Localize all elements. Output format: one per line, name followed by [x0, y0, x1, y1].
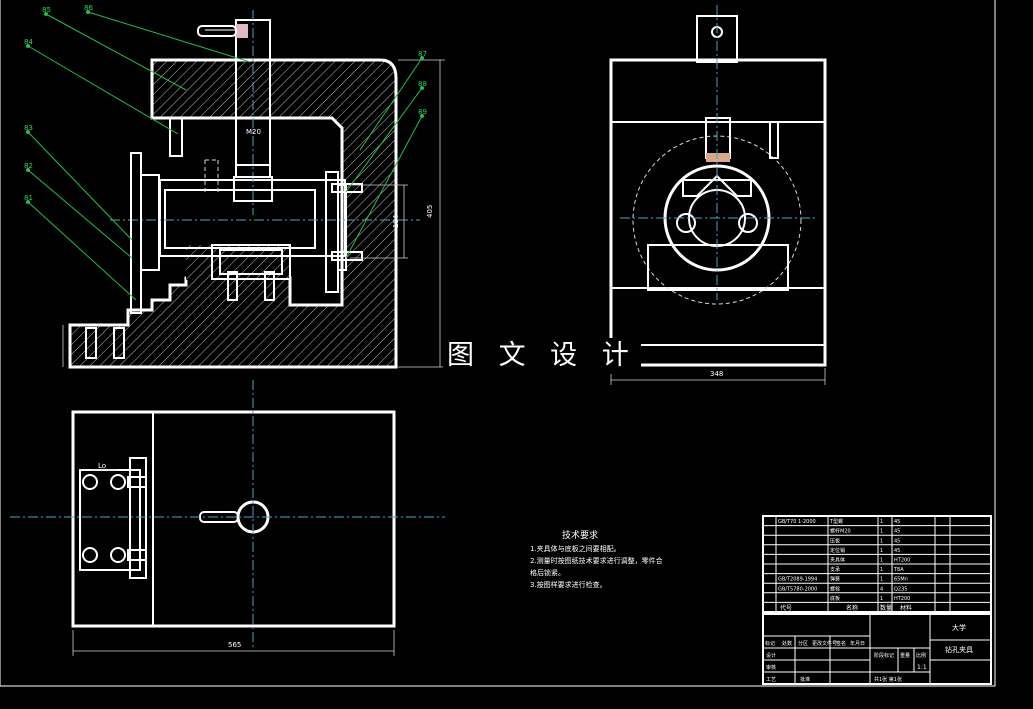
parts-row-cell: 1	[880, 577, 883, 583]
tech-req-line-3: 格后锁紧。	[530, 568, 565, 577]
parts-row-cell: GB/T2089-1994	[778, 577, 817, 583]
svg-text:86: 86	[84, 4, 93, 12]
part-balloon-82: 82	[24, 162, 33, 172]
part-balloon-86: 86	[84, 4, 93, 14]
revision-label-mark: 标记	[765, 640, 775, 647]
parts-row-cell: GB/T70 1-2000	[778, 519, 816, 525]
stage-label-weight: 重量	[900, 652, 910, 659]
parts-row-cell: 45	[894, 538, 900, 544]
sheet-border	[0, 0, 996, 687]
part-balloon-89: 89	[418, 108, 427, 118]
parts-row-cell: 45	[894, 519, 900, 525]
hole-pitch-label: Lo	[98, 462, 106, 470]
svg-text:83: 83	[24, 124, 33, 132]
parts-row-cell: HT200	[894, 596, 910, 602]
part-balloon-88: 88	[418, 80, 427, 90]
svg-text:88: 88	[418, 80, 427, 88]
parts-row-cell: GB/T5780-2000	[778, 586, 817, 592]
parts-row-cell: Q235	[894, 586, 907, 592]
school-name: 大学	[952, 623, 966, 632]
parts-row-cell: 1	[880, 567, 883, 573]
parts-row-cell: 1	[880, 519, 883, 525]
parts-row-cell: 定位销	[830, 547, 845, 554]
role-reviewer: 审核	[766, 664, 776, 671]
revision-label-zone: 分区	[798, 640, 808, 647]
tech-req-line-2: 2.测量时按图纸技术要求进行调整，零件合	[530, 556, 663, 565]
side-section-view: M20 405 184	[24, 4, 445, 369]
role-process: 工艺	[766, 677, 776, 683]
parts-row-cell: 弹簧	[830, 576, 840, 583]
stage-label-mark: 阶段标记	[874, 652, 894, 659]
tech-req-line-4: 3.按图样要求进行检查。	[530, 580, 607, 589]
front-width-dimension: 348	[710, 370, 723, 378]
revision-label-sign: 签名	[836, 640, 846, 647]
parts-row-cell: 1	[880, 538, 883, 544]
parts-row-cell: 支承	[830, 566, 840, 573]
revision-label-doc: 更改文件号	[812, 640, 837, 647]
parts-row-cell: 底板	[830, 595, 840, 602]
part-balloon-81: 81	[24, 194, 33, 204]
svg-text:89: 89	[418, 108, 427, 116]
plan-width-dimension: 565	[228, 641, 241, 649]
front-view: 348	[609, 5, 827, 385]
part-balloon-87: 87	[418, 50, 427, 60]
tech-req-line-1: 1.夹具体与底板之间要相配。	[530, 544, 621, 553]
title-block: 大学 钻孔夹具 标记 处数 分区 更改文件号 签名 年月日 阶段标记 重量 比例…	[762, 613, 992, 685]
svg-text:87: 87	[418, 50, 427, 58]
revision-label-date: 年月日	[850, 640, 865, 647]
scale-value: 1:1	[917, 664, 927, 671]
role-approver: 批准	[800, 676, 810, 683]
parts-row-cell: 1	[880, 529, 883, 535]
side-height-dimension: 405	[426, 205, 434, 218]
part-balloon-85: 85	[42, 6, 51, 16]
role-designer: 设计	[766, 652, 776, 659]
parts-header-cell: 材料	[900, 604, 912, 612]
svg-text:85: 85	[42, 6, 51, 14]
revision-label-count: 处数	[782, 640, 792, 647]
parts-row-cell: 1	[880, 548, 883, 554]
parts-row-cell: 65Mn	[894, 577, 908, 583]
parts-header-cell: 代号	[780, 604, 792, 612]
drawing-name: 钻孔夹具	[945, 645, 973, 654]
svg-text:82: 82	[24, 162, 33, 170]
parts-row-cell: 45	[894, 548, 900, 554]
tech-req-title: 技术要求	[562, 529, 598, 541]
parts-row-cell: 4	[880, 586, 883, 592]
inner-height-dimension: 184	[392, 214, 400, 228]
parts-row-cell: 45	[894, 529, 900, 535]
svg-text:81: 81	[24, 194, 33, 202]
parts-header-cell: 名称	[846, 604, 858, 612]
parts-row-cell: T8A	[893, 567, 904, 573]
part-balloon-83: 83	[24, 124, 33, 134]
parts-row-cell: 螺杆M20	[830, 528, 851, 535]
sheet-count: 共1张 第1张	[874, 676, 902, 683]
plan-view: Lo 565	[10, 380, 445, 656]
parts-list: GB/T70 1-2000 T型螺 1 45 螺杆M20 1 45 压板 1 45 定位销 1 45 夹具…	[762, 515, 992, 613]
parts-row-cell: 1	[880, 596, 883, 602]
parts-row-cell: T型螺	[829, 518, 843, 525]
parts-row-cell: HT200	[894, 558, 910, 564]
part-balloon-84: 84	[24, 38, 33, 48]
contact-pad	[706, 153, 730, 162]
watermark-text: 图 文 设 计	[443, 338, 641, 374]
parts-header-cell: 数量	[880, 604, 892, 612]
svg-text:84: 84	[24, 38, 33, 46]
parts-row-cell: 夹具体	[830, 557, 845, 564]
screw-handle-top	[236, 24, 248, 38]
parts-row-cell: 螺栓	[830, 585, 840, 592]
technical-requirements: 技术要求 1.夹具体与底板之间要相配。 2.测量时按图纸技术要求进行调整，零件合…	[530, 529, 663, 589]
stage-label-scale: 比例	[916, 652, 926, 659]
parts-row-cell: 压板	[830, 537, 840, 544]
parts-row-cell: 1	[880, 558, 883, 564]
